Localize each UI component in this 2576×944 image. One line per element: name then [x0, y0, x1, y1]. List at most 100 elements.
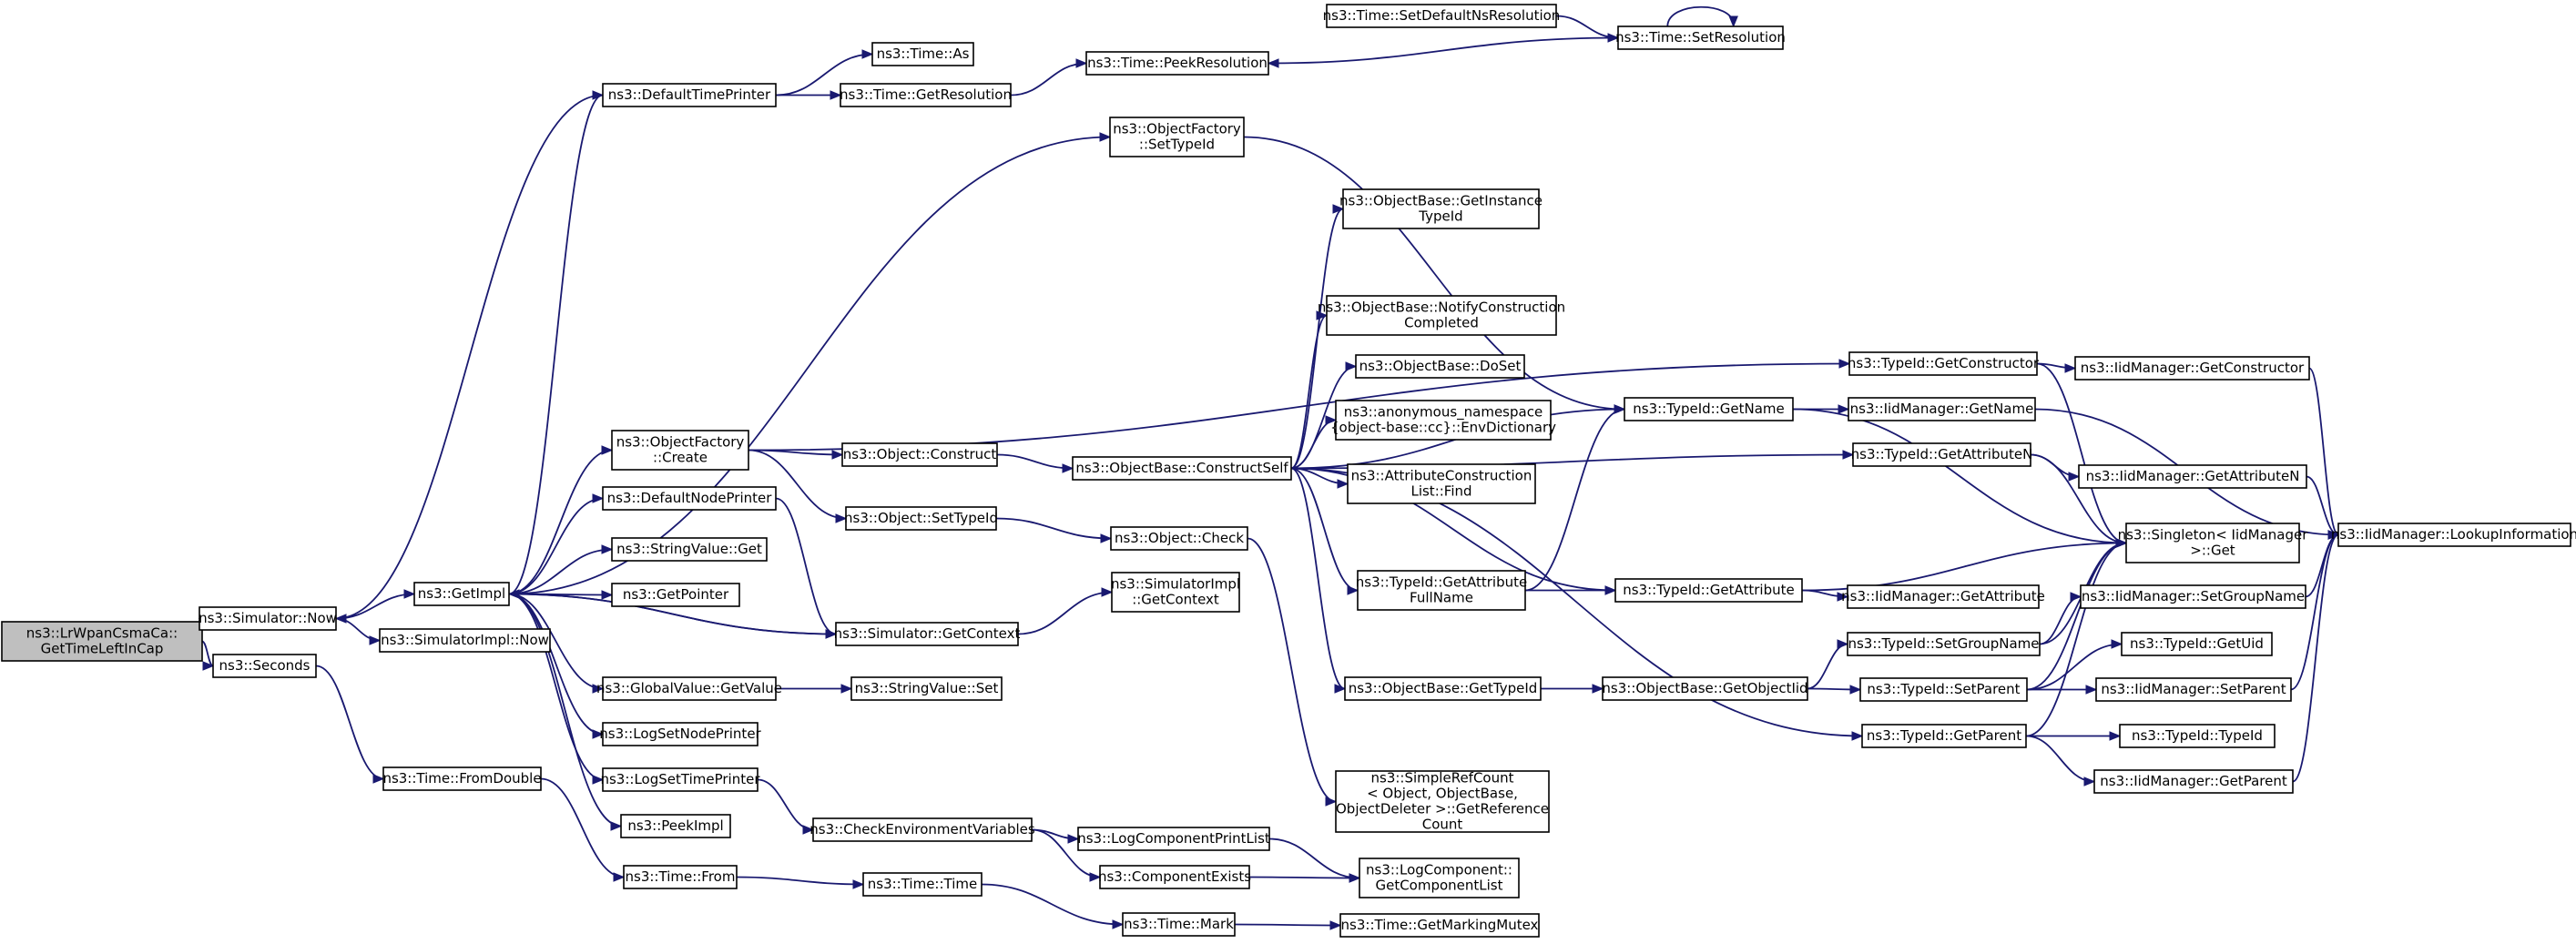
node-getpointer[interactable]: ns3::GetPointer	[611, 583, 740, 607]
node-timetime[interactable]: ns3::Time::Time	[862, 872, 983, 897]
node-tigetattrn[interactable]: ns3::TypeId::GetAttributeN	[1851, 442, 2033, 467]
node-peekres[interactable]: ns3::Time::PeekResolution	[1085, 51, 1269, 76]
node-defnodeprinter[interactable]: ns3::DefaultNodePrinter	[602, 486, 777, 511]
node-iidgetattr[interactable]: ns3::IidManager::GetAttribute	[1841, 584, 2045, 609]
node-root[interactable]: ns3::LrWpanCsmaCa::GetTimeLeftInCap	[1, 621, 203, 662]
node-logsettime[interactable]: ns3::LogSetTimePrinter	[600, 767, 760, 792]
edge-getres-to-peekres	[1010, 58, 1088, 96]
node-timefrom[interactable]: ns3::Time::From	[623, 865, 738, 889]
node-getimpl[interactable]: ns3::GetImpl	[413, 582, 510, 606]
node-envdict[interactable]: ns3::anonymous_namespace{object-base::cc…	[1330, 400, 1556, 441]
node-getres[interactable]: ns3::Time::GetResolution	[840, 83, 1012, 107]
node-tigetuid[interactable]: ns3::TypeId::GetUid	[2121, 632, 2273, 656]
node-setdefns[interactable]: ns3::Time::SetDefaultNsResolution	[1323, 4, 1561, 28]
node-logcompprint[interactable]: ns3::LogComponentPrintList	[1077, 827, 1270, 851]
node-iidgetparent[interactable]: ns3::IidManager::GetParent	[2093, 769, 2294, 794]
edge-getimpl-to-defnodeprinter	[508, 493, 605, 595]
node-tisetparent[interactable]: ns3::TypeId::SetParent	[1859, 677, 2028, 702]
edge-obgettypeid-to-obgetobjtid	[1540, 684, 1604, 694]
node-label: GetComponentList	[1375, 878, 1502, 894]
node-strvalget[interactable]: ns3::StringValue::Get	[611, 537, 768, 562]
node-simimplctx[interactable]: ns3::SimulatorImpl::GetContext	[1111, 572, 1240, 613]
node-checkenv[interactable]: ns3::CheckEnvironmentVariables	[809, 817, 1035, 842]
node-timeas[interactable]: ns3::Time::As	[871, 42, 974, 66]
node-objsettypeid[interactable]: ns3::Object::SetTypeId	[844, 506, 998, 531]
edge-ofcreate-to-objsettypeid	[748, 449, 848, 523]
node-label: ns3::TypeId::GetAttribute	[1623, 582, 1794, 598]
node-box	[602, 767, 759, 792]
node-constructself[interactable]: ns3::ObjectBase::ConstructSelf	[1072, 456, 1292, 481]
node-singleton[interactable]: ns3::Singleton< IidManager>::Get	[2118, 523, 2309, 563]
edge-ofcreate-to-objconstruct	[748, 449, 844, 460]
node-box	[1122, 912, 1236, 937]
node-iidlookup[interactable]: ns3::IidManager::LookupInformation	[2331, 523, 2576, 547]
node-markmutex[interactable]: ns3::Time::GetMarkingMutex	[1339, 913, 1540, 938]
node-iidgetattrn[interactable]: ns3::IidManager::GetAttributeN	[2078, 464, 2307, 489]
node-ofsettypeid[interactable]: ns3::ObjectFactory::SetTypeId	[1109, 117, 1245, 157]
edge-tisetparent-to-singleton	[2026, 538, 2128, 691]
node-fromdouble[interactable]: ns3::Time::FromDouble	[382, 766, 542, 791]
node-label: ns3::Time::FromDouble	[382, 770, 541, 787]
node-box	[850, 676, 1003, 701]
node-deftimeprinter[interactable]: ns3::DefaultTimePrinter	[602, 83, 777, 107]
edge-simgetcontext-to-simimplctx	[1017, 587, 1114, 635]
node-simgetcontext[interactable]: ns3::Simulator::GetContext	[834, 622, 1021, 646]
node-seconds[interactable]: ns3::Seconds	[212, 654, 317, 678]
node-label: ns3::Time::GetMarkingMutex	[1341, 917, 1539, 933]
node-label: ns3::LogSetTimePrinter	[600, 771, 760, 787]
node-logsetnode[interactable]: ns3::LogSetNodePrinter	[599, 722, 762, 746]
node-iidgetname[interactable]: ns3::IidManager::GetName	[1848, 397, 2036, 421]
node-peekimpl[interactable]: ns3::PeekImpl	[620, 814, 731, 838]
node-ofcreate[interactable]: ns3::ObjectFactory::Create	[611, 430, 749, 471]
node-obgetobjtid[interactable]: ns3::ObjectBase::GetObjectIid	[1602, 676, 1808, 701]
node-obdoset[interactable]: ns3::ObjectBase::DoSet	[1355, 354, 1525, 379]
node-label: ns3::IidManager::GetAttributeN	[2086, 468, 2300, 484]
edge-tisetgroup-to-iidsetgroup	[2039, 592, 2082, 645]
node-box	[199, 606, 337, 631]
node-box	[1077, 827, 1270, 851]
node-box	[379, 628, 551, 653]
node-simimplnow[interactable]: ns3::SimulatorImpl::Now	[379, 628, 551, 653]
node-iidsetparent[interactable]: ns3::IidManager::SetParent	[2095, 677, 2292, 702]
node-logcomplist[interactable]: ns3::LogComponent::GetComponentList	[1359, 858, 1520, 898]
edge-timefrom-to-timetime	[736, 876, 865, 889]
node-box	[1848, 351, 2038, 376]
edge-compexists-to-logcomplist	[1248, 873, 1361, 883]
node-titypeid[interactable]: ns3::TypeId::TypeId	[2119, 724, 2276, 748]
node-tisetgroup[interactable]: ns3::TypeId::SetGroupName	[1847, 632, 2041, 656]
node-box	[2078, 464, 2307, 489]
edge-tigetattr-to-singleton	[1801, 538, 2128, 592]
node-setres[interactable]: ns3::Time::SetResolution	[1615, 25, 1786, 50]
node-iidgetconstructor[interactable]: ns3::IidManager::GetConstructor	[2074, 356, 2310, 381]
edge-getimpl-to-logsettime	[508, 593, 605, 785]
node-tigetparent[interactable]: ns3::TypeId::GetParent	[1861, 724, 2027, 748]
edge-constructself-to-obgettypeid	[1290, 467, 1347, 694]
node-iidsetgroup[interactable]: ns3::IidManager::SetGroupName	[2080, 584, 2306, 609]
node-objcheck[interactable]: ns3::Object::Check	[1110, 526, 1248, 551]
node-label: ns3::ObjectBase::NotifyConstruction	[1318, 299, 1565, 316]
node-timemark[interactable]: ns3::Time::Mark	[1122, 912, 1236, 937]
node-tigetconstructor[interactable]: ns3::TypeId::GetConstructor	[1848, 351, 2040, 376]
node-simplerefcount[interactable]: ns3::SimpleRefCount< Object, ObjectBase,…	[1335, 770, 1550, 833]
node-objconstruct[interactable]: ns3::Object::Construct	[841, 442, 998, 467]
node-label: ::GetContext	[1132, 592, 1219, 608]
node-obgettypeid[interactable]: ns3::ObjectBase::GetTypeId	[1344, 676, 1542, 701]
edge-constructself-to-envdict	[1290, 415, 1338, 470]
node-simnow[interactable]: ns3::Simulator::Now	[199, 606, 337, 631]
node-label: ns3::StringValue::Get	[616, 541, 762, 557]
node-label: ns3::Object::Check	[1115, 530, 1244, 546]
node-label: ns3::Seconds	[219, 657, 311, 674]
node-label: >::Get	[2190, 543, 2235, 559]
node-compexists[interactable]: ns3::ComponentExists	[1098, 865, 1251, 889]
node-box	[835, 622, 1019, 646]
node-tigetattr[interactable]: ns3::TypeId::GetAttribute	[1614, 578, 1803, 603]
node-strvalset[interactable]: ns3::StringValue::Set	[850, 676, 1003, 701]
node-gvgetvalue[interactable]: ns3::GlobalValue::GetValue	[596, 676, 782, 701]
node-tigetname[interactable]: ns3::TypeId::GetName	[1624, 397, 1794, 421]
node-label: ::SetTypeId	[1139, 137, 1215, 153]
node-label: ns3::Object::Construct	[843, 446, 997, 462]
node-obnotify[interactable]: ns3::ObjectBase::NotifyConstructionCompl…	[1318, 295, 1565, 336]
